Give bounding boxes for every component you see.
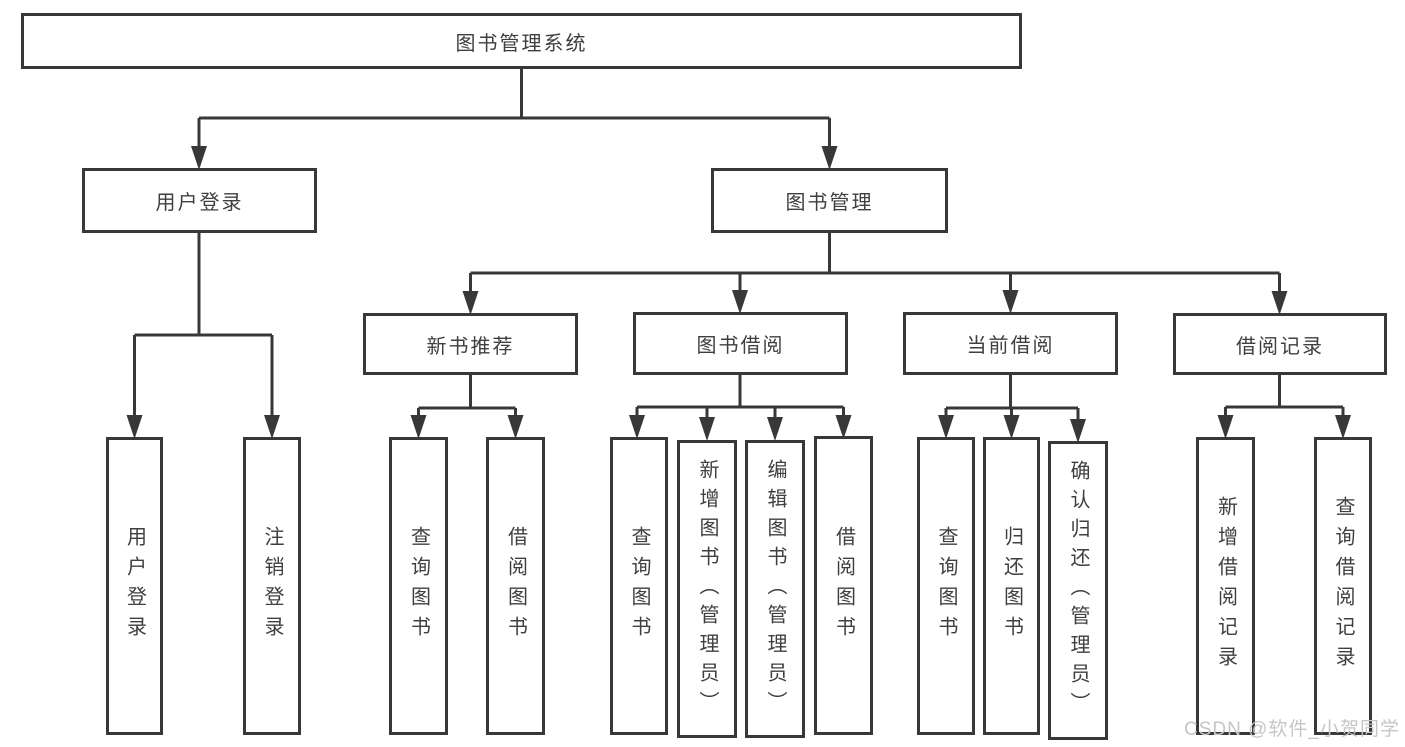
arrowhead (462, 291, 479, 315)
arrowhead (732, 290, 748, 314)
arrowhead (767, 417, 783, 441)
node-borrow-book-borrow: 借阅图书 (814, 436, 873, 735)
node-book-management: 图书管理 (711, 168, 948, 233)
node-user-login: 用户登录 (82, 168, 317, 233)
node-borrowing-records: 借阅记录 (1173, 313, 1387, 375)
node-book-borrowing: 图书借阅 (633, 312, 848, 375)
node-add-book-admin: 新增图书（管理员） (677, 440, 737, 738)
connector-root-to-level2 (191, 68, 838, 170)
arrowhead (191, 146, 207, 170)
connector-user-login-to-leaves (126, 233, 280, 439)
arrowhead (835, 415, 852, 439)
connector-new-book-rec-to-leaves (410, 375, 524, 439)
node-query-borrow-record: 查询借阅记录 (1314, 437, 1372, 735)
arrowhead (821, 146, 838, 170)
connector-current-borrow-to-leaves (938, 375, 1086, 443)
arrowhead (264, 415, 280, 439)
connector-book-borrow-to-leaves (629, 375, 852, 441)
csdn-watermark: CSDN @软件_小贺同学 (1184, 719, 1400, 740)
node-new-book-recommend: 新书推荐 (363, 313, 578, 375)
node-current-borrowing: 当前借阅 (903, 312, 1118, 375)
arrowhead (629, 415, 645, 439)
node-edit-book-admin: 编辑图书（管理员） (745, 440, 805, 738)
arrowhead (410, 415, 427, 439)
arrowhead (1335, 415, 1351, 439)
arrowhead (938, 415, 954, 439)
node-confirm-return-admin: 确认归还（管理员） (1048, 441, 1108, 740)
arrowhead (507, 415, 524, 439)
node-query-book-borrow: 查询图书 (610, 437, 668, 735)
node-add-borrow-record: 新增借阅记录 (1196, 437, 1255, 735)
arrowhead (1271, 291, 1288, 315)
connector-book-mgmt-to-level3 (462, 233, 1288, 315)
connector-borrow-record-to-leaves (1217, 375, 1351, 439)
node-user-login-leaf: 用户登录 (106, 437, 163, 735)
arrowhead (1070, 419, 1086, 443)
arrowhead (1003, 415, 1020, 439)
node-query-book-current: 查询图书 (917, 437, 975, 735)
node-borrow-book-recommend: 借阅图书 (486, 437, 545, 735)
arrowhead (1002, 290, 1019, 314)
node-query-book-recommend: 查询图书 (389, 437, 448, 735)
node-return-book: 归还图书 (983, 437, 1040, 735)
arrowhead (126, 415, 143, 439)
node-logout: 注销登录 (243, 437, 301, 735)
arrowhead (699, 417, 715, 441)
arrowhead (1217, 415, 1234, 439)
node-library-system: 图书管理系统 (21, 13, 1022, 69)
